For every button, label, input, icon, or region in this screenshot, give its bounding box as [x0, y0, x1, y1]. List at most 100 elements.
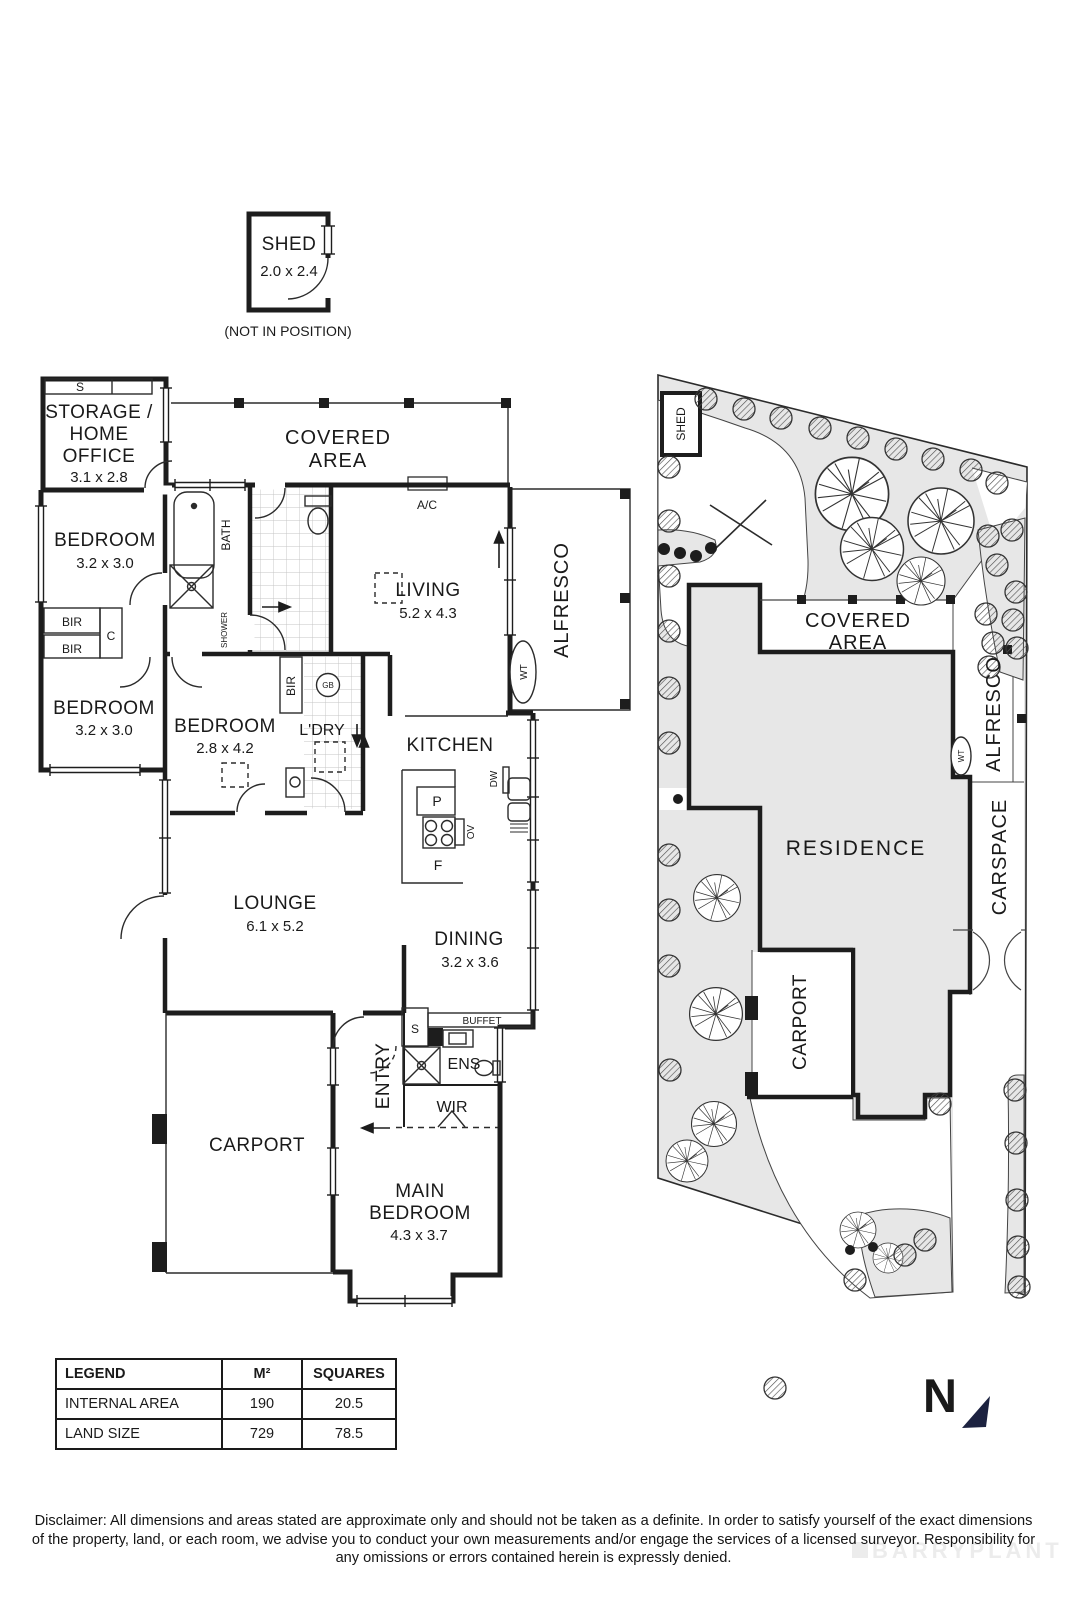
- wt-oval-plan: [509, 640, 537, 704]
- bir3-label: BIR: [284, 676, 298, 696]
- gb-label: GB: [322, 681, 334, 690]
- lounge-dims: 6.1 x 5.2: [246, 918, 304, 935]
- room-labels: S STORAGE / HOME OFFICE 3.1 x 2.8 BEDROO…: [45, 380, 504, 1244]
- covered-area-label-1: COVERED: [285, 427, 391, 449]
- disclaimer-text: Disclaimer: All dimensions and areas sta…: [31, 1513, 1036, 1567]
- bath-label: BATH: [219, 519, 233, 550]
- north-arrow-icon: [962, 1396, 990, 1428]
- carport-label: CARPORT: [209, 1135, 305, 1156]
- lounge-label: LOUNGE: [233, 893, 316, 914]
- fixtures: [43, 378, 533, 1129]
- site-covered-label-1: COVERED: [805, 610, 911, 632]
- land-size-squares: 78.5: [301, 1418, 397, 1450]
- shed-label: SHED: [262, 234, 317, 255]
- site-wt-oval: [950, 736, 972, 776]
- dining-dims: 3.2 x 3.6: [441, 954, 499, 971]
- north-label: N: [923, 1369, 957, 1422]
- legend-row-land-size: LAND SIZE 729 78.5: [55, 1418, 397, 1450]
- bedroom1-dims: 3.2 x 3.0: [76, 555, 134, 572]
- shed-detail: SHED 2.0 x 2.4 (NOT IN POSITION): [224, 211, 352, 339]
- squares-header: SQUARES: [301, 1358, 397, 1390]
- bedroom2-label: BEDROOM: [53, 698, 155, 719]
- dining-label: DINING: [434, 929, 504, 950]
- bir1-label: BIR: [62, 615, 82, 629]
- buffet-label: BUFFET: [463, 1016, 502, 1027]
- site-plan: SHED COVERED AREA ALFRESCO WT CARSPACE R…: [657, 373, 1031, 1400]
- bedroom3-dims: 2.8 x 4.2: [196, 740, 254, 757]
- x-mark: [709, 499, 773, 549]
- shed-caption: (NOT IN POSITION): [224, 323, 351, 339]
- site-shed-label: SHED: [674, 407, 688, 441]
- entry-label: ENTRY: [373, 1043, 394, 1110]
- wir-label: WIR: [436, 1099, 467, 1116]
- carport-boundary: [152, 1013, 333, 1274]
- site-dots: [658, 542, 878, 1255]
- site-alfresco-label: ALFRESCO: [983, 656, 1005, 772]
- m2-header: M²: [221, 1358, 303, 1390]
- internal-area-squares: 20.5: [301, 1388, 397, 1420]
- ens-label: ENS: [448, 1056, 481, 1073]
- ac-label: A/C: [417, 498, 437, 512]
- bedroom1-label: BEDROOM: [54, 530, 156, 551]
- site-carspace-label: CARSPACE: [989, 799, 1011, 916]
- wt-label-plan: WT: [519, 664, 530, 680]
- internal-area-m2: 190: [221, 1388, 303, 1420]
- c-label: C: [107, 629, 116, 643]
- site-wt-label: WT: [957, 750, 966, 763]
- brand-logo-icon: [852, 1542, 868, 1558]
- door-openings: [118, 480, 345, 938]
- bedroom2-dims: 3.2 x 3.0: [75, 722, 133, 739]
- site-carport-label: CARPORT: [790, 974, 811, 1070]
- covered-area-label-2: AREA: [309, 450, 367, 472]
- storage-label-3: OFFICE: [63, 446, 136, 467]
- brand-watermark-text: BARRYPLANT: [872, 1538, 1063, 1563]
- main-bedroom-dims: 4.3 x 3.7: [390, 1227, 448, 1244]
- floor-plan: COVERED AREA A/C ALFRESCO: [35, 376, 631, 1307]
- ov-label: OV: [466, 824, 477, 839]
- bedroom3-label: BEDROOM: [174, 716, 276, 737]
- living-label: LIVING: [395, 580, 460, 601]
- s-closet-label: S: [411, 1022, 419, 1036]
- site-residence-label: RESIDENCE: [786, 837, 927, 860]
- kitchen-label: KITCHEN: [407, 735, 494, 756]
- bath-tiles: [252, 487, 329, 651]
- alfresco-plan: ALFRESCO: [512, 488, 631, 711]
- legend-row-internal-area: INTERNAL AREA 190 20.5: [55, 1388, 397, 1420]
- land-size-label: LAND SIZE: [55, 1418, 223, 1450]
- shed-door-arc: [287, 257, 329, 300]
- legend-header: LEGEND: [55, 1358, 223, 1390]
- shed-window: [322, 226, 333, 254]
- door-arcs: [119, 460, 397, 1074]
- arrows: [262, 529, 505, 1134]
- site-carport: [745, 947, 853, 1100]
- p-label: P: [432, 793, 441, 809]
- covered-area-plan: COVERED AREA: [168, 398, 511, 486]
- shed-dims: 2.0 x 2.4: [260, 263, 318, 280]
- north-indicator: N: [923, 1369, 990, 1428]
- internal-area-label: INTERNAL AREA: [55, 1388, 223, 1420]
- ldry-label: L'DRY: [299, 722, 345, 739]
- s-cabinet-label: S: [76, 380, 84, 394]
- main-bedroom-label-1: MAIN: [395, 1181, 445, 1202]
- dw-label: DW: [489, 770, 500, 787]
- carspace-flares: [953, 929, 1025, 991]
- storage-label-2: HOME: [70, 424, 129, 445]
- legend-table: LEGEND M² SQUARES INTERNAL AREA 190 20.5…: [55, 1358, 397, 1450]
- shower-label: SHOWER: [220, 612, 229, 648]
- land-size-m2: 729: [221, 1418, 303, 1450]
- bir2-label: BIR: [62, 642, 82, 656]
- site-labels: SHED COVERED AREA ALFRESCO WT CARSPACE R…: [674, 407, 1011, 1070]
- storage-label-1: STORAGE /: [45, 402, 153, 423]
- site-shed: [660, 391, 702, 457]
- site-covered-label-2: AREA: [829, 632, 887, 654]
- main-bedroom-label-2: BEDROOM: [369, 1203, 471, 1224]
- ens-walls: [403, 1013, 500, 1127]
- windows: [35, 387, 539, 1307]
- storage-dims: 3.1 x 2.8: [70, 469, 128, 486]
- f-label: F: [434, 857, 443, 873]
- living-dims: 5.2 x 4.3: [399, 605, 457, 622]
- brand-watermark: BARRYPLANT: [852, 1538, 1063, 1564]
- legend-header-row: LEGEND M² SQUARES: [55, 1358, 397, 1390]
